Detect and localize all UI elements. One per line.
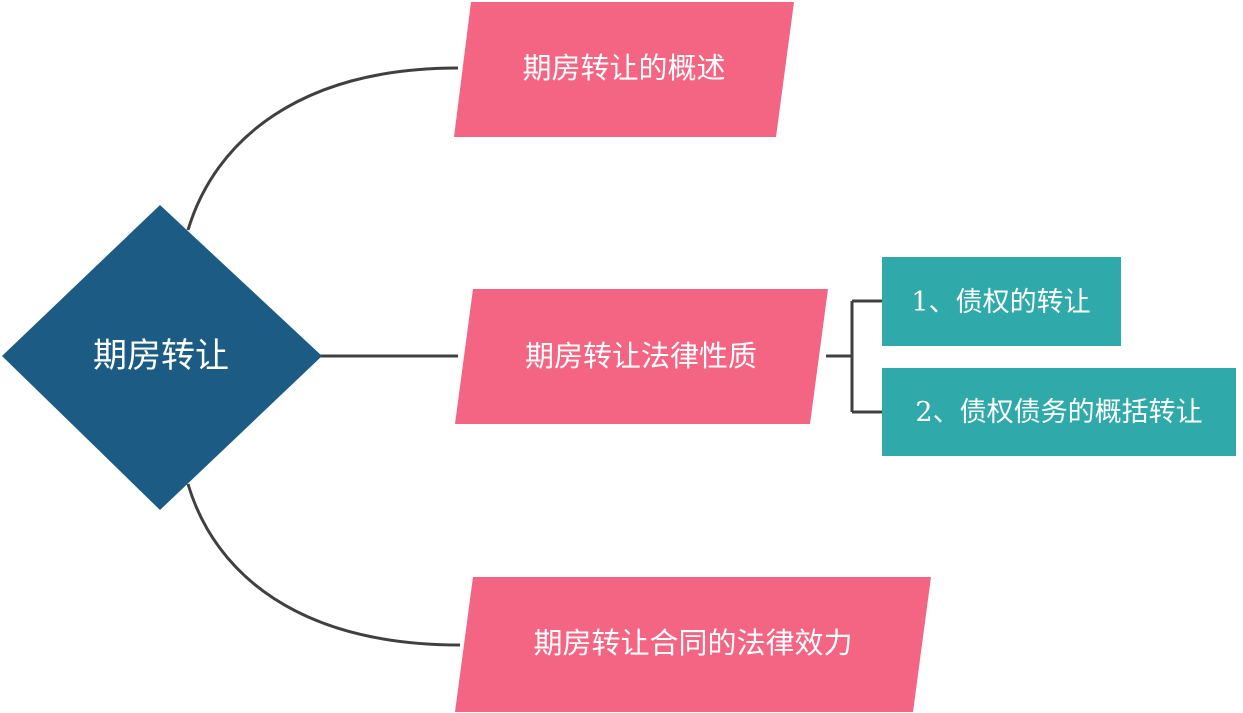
leaf-debt-transfer-label: 1、债权的转让	[911, 287, 1090, 318]
root-label: 期房转让	[93, 336, 229, 376]
branch-contract-effect-shape	[455, 577, 931, 712]
branch-legal-nature-shape	[455, 289, 828, 424]
leaf-general-transfer-shape	[882, 368, 1236, 456]
branch-overview-shape	[454, 2, 794, 137]
branch-overview-label: 期房转让的概述	[522, 51, 725, 85]
leaf-node-debt-transfer[interactable]: 1、债权的转让	[882, 257, 1121, 346]
branch-node-contract-effect[interactable]: 期房转让合同的法律效力	[455, 577, 931, 712]
branch-legal-nature-label: 期房转让法律性质	[525, 339, 757, 373]
branch-node-overview[interactable]: 期房转让的概述	[454, 2, 794, 137]
connector-nature-to-leaves	[826, 299, 884, 414]
root-node[interactable]: 期房转让	[2, 205, 322, 510]
branch-contract-effect-label: 期房转让合同的法律效力	[533, 626, 852, 660]
leaf-general-transfer-label: 2、债权债务的概括转让	[915, 397, 1202, 428]
connector-root-to-contract-effect	[186, 483, 461, 647]
leaf-debt-transfer-shape	[882, 257, 1121, 346]
leaf-node-general-transfer[interactable]: 2、债权债务的概括转让	[882, 368, 1236, 456]
root-diamond-shape	[2, 205, 322, 510]
connector-root-to-overview	[186, 66, 459, 231]
branch-node-legal-nature[interactable]: 期房转让法律性质	[455, 289, 828, 424]
